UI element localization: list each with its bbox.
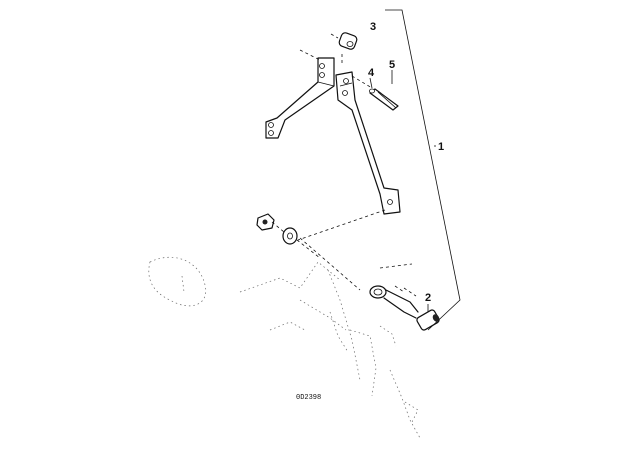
ball-joint-assembly <box>369 263 419 319</box>
callout-1: 1 <box>438 141 444 153</box>
upper-bracket <box>265 49 335 139</box>
diagram-code: 0D2398 <box>296 394 321 402</box>
background-context <box>148 257 421 439</box>
lower-linkage <box>256 209 386 291</box>
sleeve-part-2 <box>416 304 440 331</box>
callout-3: 3 <box>370 21 376 33</box>
washer <box>282 227 298 245</box>
nut <box>256 213 275 231</box>
callout-2: 2 <box>425 292 431 304</box>
assembly-bracket-1 <box>385 9 461 331</box>
callout-5: 5 <box>389 59 395 71</box>
bushing-part-3 <box>330 32 358 64</box>
pin-part-4 <box>369 70 399 111</box>
connecting-rod <box>335 71 401 215</box>
callout-4: 4 <box>368 67 375 79</box>
